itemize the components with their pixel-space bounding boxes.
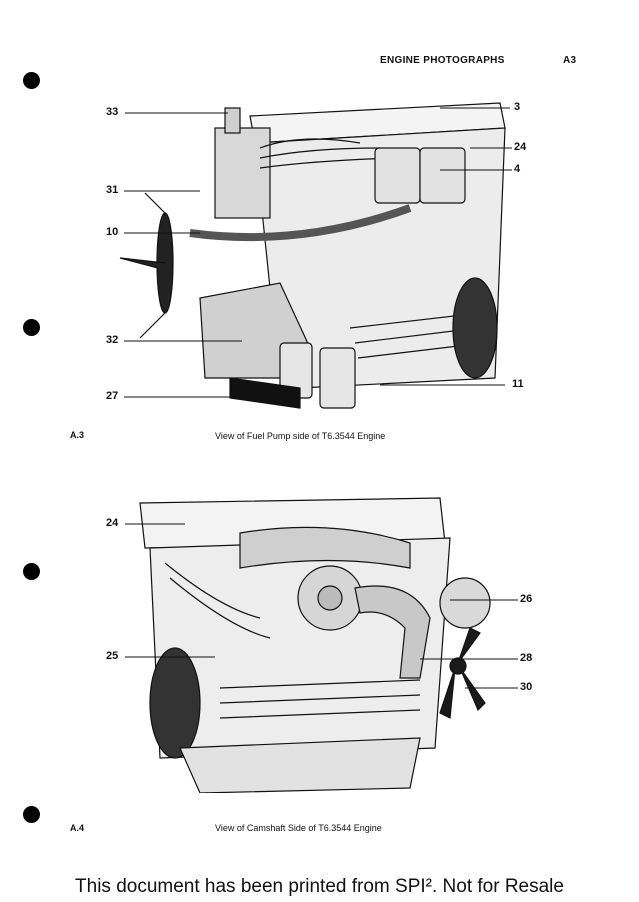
binder-hole xyxy=(23,72,40,89)
figure-caption: View of Camshaft Side of T6.3544 Engine xyxy=(215,823,382,833)
callout-label: 32 xyxy=(106,334,119,346)
page-number: A3 xyxy=(563,55,577,66)
callout-label: 27 xyxy=(106,390,119,402)
callout-label: 24 xyxy=(514,141,527,153)
engine-photo-fuel-pump-side xyxy=(119,102,506,409)
callout-label: 33 xyxy=(106,106,119,118)
engine-photo-camshaft-side xyxy=(139,497,491,793)
figure-number: A.3 xyxy=(70,430,85,440)
callout-label: 26 xyxy=(520,593,533,605)
binder-hole xyxy=(23,806,40,823)
callout-label: 31 xyxy=(106,184,119,196)
binder-hole xyxy=(23,319,40,336)
section-title: ENGINE PHOTOGRAPHS xyxy=(380,55,505,66)
figure-caption: View of Fuel Pump side of T6.3544 Engine xyxy=(215,431,386,441)
callout-label: 10 xyxy=(106,226,119,238)
figure-number: A.4 xyxy=(70,823,85,833)
callout-label: 28 xyxy=(520,652,533,664)
binder-hole xyxy=(23,563,40,580)
callout-label: 3 xyxy=(514,101,521,113)
callout-label: 11 xyxy=(512,378,524,390)
footer-notice: This document has been printed from SPI²… xyxy=(75,876,564,897)
callout-label: 24 xyxy=(106,517,119,529)
callout-label: 30 xyxy=(520,681,533,693)
callout-label: 25 xyxy=(106,650,119,662)
callout-label: 4 xyxy=(514,163,521,175)
